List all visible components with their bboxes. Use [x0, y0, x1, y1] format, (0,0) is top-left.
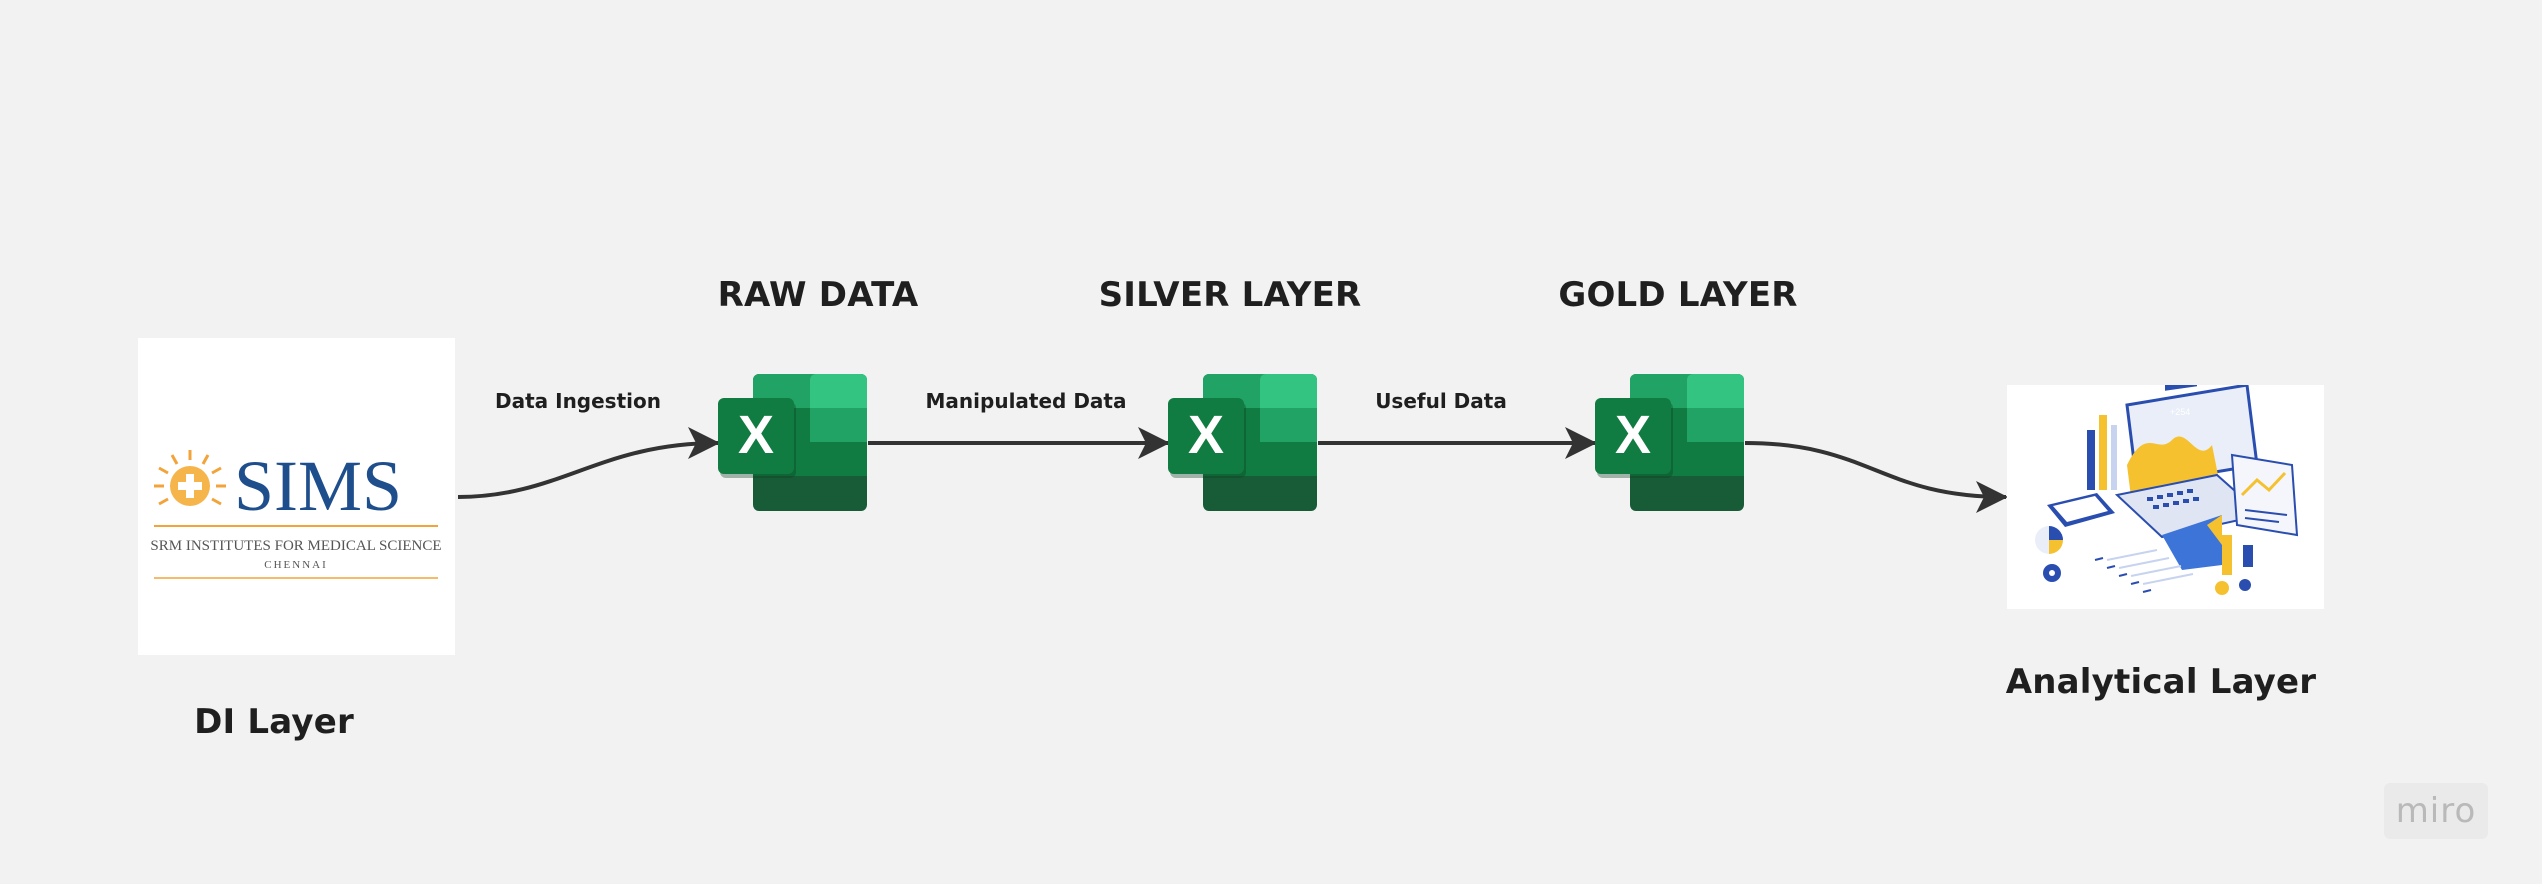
- analytical-layer-title: Analytical Layer: [2005, 662, 2317, 702]
- excel-x-glyph: X: [1188, 405, 1224, 465]
- di-layer-title: DI Layer: [194, 702, 354, 742]
- sims-subtitle: SRM INSTITUTES FOR MEDICAL SCIENCE: [150, 538, 441, 554]
- analytics-illustration-card[interactable]: +254: [2007, 372, 2324, 609]
- silver-layer-title: SILVER LAYER: [1098, 275, 1362, 315]
- edge-label-useful-data: Useful Data: [1375, 389, 1507, 413]
- gold-layer-excel-icon[interactable]: X: [1595, 374, 1745, 512]
- miro-watermark: miro: [2384, 783, 2488, 839]
- sims-logo-card[interactable]: SIMS SRM INSTITUTES FOR MEDICAL SCIENCE …: [138, 338, 455, 655]
- excel-x-glyph: X: [1615, 405, 1651, 465]
- edge-di-to-raw: [457, 427, 720, 499]
- sims-wordmark: SIMS: [234, 446, 402, 526]
- sims-city: CHENNAI: [264, 559, 328, 571]
- gold-layer-title: GOLD LAYER: [1558, 275, 1798, 315]
- excel-x-glyph: X: [738, 405, 774, 465]
- sun-cross-icon: [154, 450, 226, 506]
- edge-gold-to-analytical: [1744, 441, 2008, 513]
- edge-label-data-ingestion: Data Ingestion: [495, 389, 661, 413]
- edge-label-manipulated-data: Manipulated Data: [925, 389, 1127, 413]
- badge-text: +254: [2170, 407, 2190, 417]
- sims-logo: SIMS SRM INSTITUTES FOR MEDICAL SCIENCE …: [150, 446, 442, 579]
- raw-data-excel-icon[interactable]: X: [718, 374, 868, 512]
- raw-data-title: RAW DATA: [717, 275, 919, 315]
- analytics-dashboard-illustration: +254: [2035, 372, 2299, 595]
- silver-layer-excel-icon[interactable]: X: [1168, 374, 1318, 512]
